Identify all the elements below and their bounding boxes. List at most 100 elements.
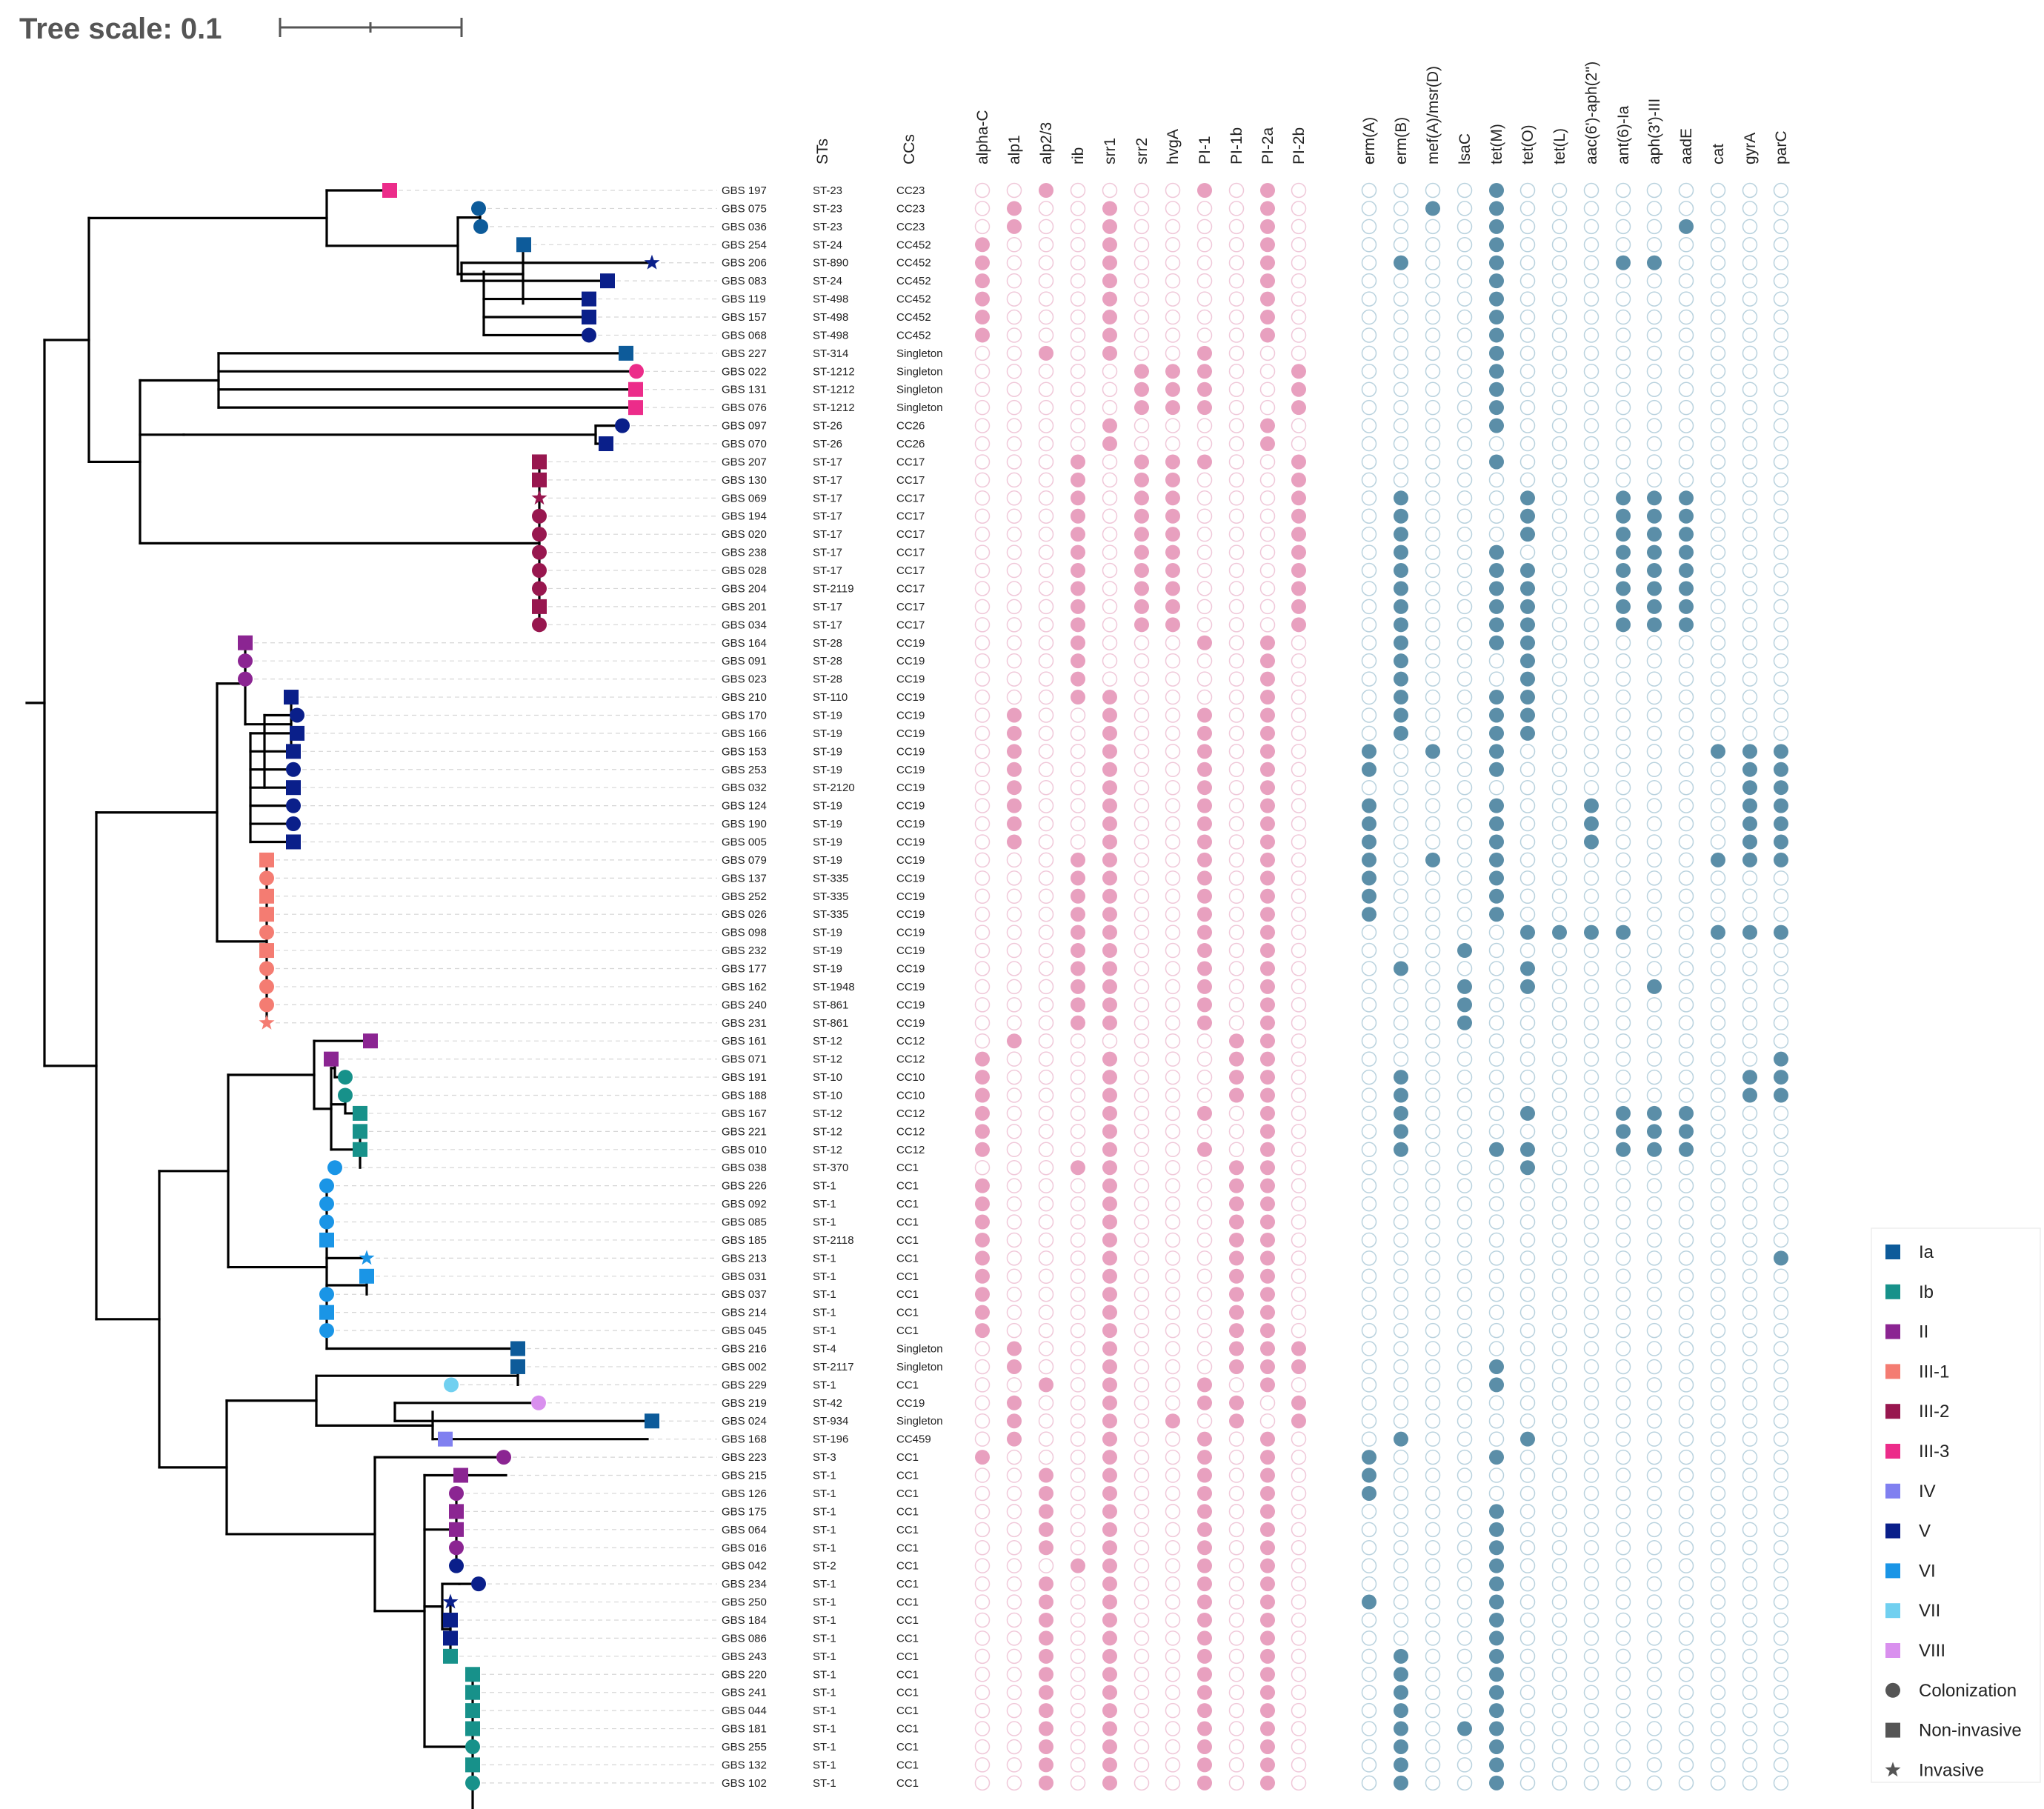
resistance-absent-cell xyxy=(1742,725,1758,742)
gene-absent-cell xyxy=(1291,689,1307,705)
gene-absent-cell xyxy=(1133,1431,1150,1447)
gene-absent-cell xyxy=(1006,1504,1022,1519)
resistance-absent-cell xyxy=(1678,1015,1694,1031)
gene-absent-cell xyxy=(1006,689,1022,705)
st-value: ST-890 xyxy=(813,257,848,270)
gene-absent-cell xyxy=(974,1739,991,1755)
resistance-present-cell xyxy=(1520,599,1535,614)
resistance-present-cell xyxy=(1394,617,1408,633)
resistance-absent-cell xyxy=(1488,1196,1505,1212)
gene-absent-cell xyxy=(1165,1051,1181,1067)
resistance-absent-cell xyxy=(1646,1522,1662,1538)
resistance-absent-cell xyxy=(1519,1775,1536,1791)
resistance-present-cell xyxy=(1552,925,1567,940)
resistance-absent-cell xyxy=(1425,1305,1441,1320)
gene-present-cell xyxy=(1260,1287,1275,1302)
resistance-absent-cell xyxy=(1678,1757,1694,1773)
gene-present-cell xyxy=(1071,563,1085,579)
gene-absent-cell xyxy=(1038,201,1054,216)
resistance-present-cell xyxy=(1616,527,1631,542)
non-invasive-marker xyxy=(453,1467,468,1483)
non-invasive-marker xyxy=(286,780,301,796)
gene-absent-cell xyxy=(1165,961,1181,976)
gene-present-cell xyxy=(1197,382,1212,397)
isolate-name: GBS 219 xyxy=(722,1397,767,1410)
gene-absent-cell xyxy=(1133,182,1150,199)
gene-absent-cell xyxy=(1102,581,1118,596)
resistance-absent-cell xyxy=(1457,1322,1473,1339)
st-value: ST-110 xyxy=(813,691,848,704)
gene-absent-cell xyxy=(1165,1359,1181,1375)
resistance-absent-cell xyxy=(1583,472,1599,488)
resistance-absent-cell xyxy=(1678,1359,1694,1375)
resistance-absent-cell xyxy=(1615,1087,1631,1103)
resistance-present-cell xyxy=(1394,508,1408,524)
resistance-absent-cell xyxy=(1551,852,1568,868)
cc-value: CC19 xyxy=(896,782,925,794)
isolate-name: GBS 083 xyxy=(722,275,767,287)
resistance-absent-cell xyxy=(1488,1250,1505,1266)
gene-present-cell xyxy=(1197,1721,1212,1736)
resistance-present-cell xyxy=(1489,1142,1504,1157)
gene-absent-cell xyxy=(1228,508,1245,524)
gene-absent-cell xyxy=(1133,345,1150,362)
resistance-absent-cell xyxy=(1551,1630,1568,1646)
gene-absent-cell xyxy=(1291,942,1307,959)
resistance-absent-cell xyxy=(1646,1087,1662,1103)
resistance-absent-cell xyxy=(1773,201,1789,216)
resistance-present-cell xyxy=(1520,671,1535,687)
resistance-absent-cell xyxy=(1425,1359,1441,1375)
resistance-absent-cell xyxy=(1710,779,1726,796)
gene-absent-cell xyxy=(1070,1685,1086,1700)
resistance-absent-cell xyxy=(1742,1757,1758,1773)
resistance-absent-cell xyxy=(1551,870,1568,886)
non-invasive-marker xyxy=(319,1232,334,1247)
resistance-absent-cell xyxy=(1615,291,1631,307)
resistance-absent-cell xyxy=(1361,1648,1377,1665)
resistance-absent-cell xyxy=(1425,961,1441,976)
column-header-virulence: srr1 xyxy=(1102,138,1119,164)
gene-present-cell xyxy=(1102,1341,1117,1356)
resistance-absent-cell xyxy=(1361,979,1377,995)
resistance-absent-cell xyxy=(1615,671,1631,687)
gene-absent-cell xyxy=(1038,1286,1054,1302)
gene-absent-cell xyxy=(1133,744,1150,759)
resistance-present-cell xyxy=(1489,255,1504,270)
gene-absent-cell xyxy=(1196,219,1213,235)
resistance-absent-cell xyxy=(1615,1377,1631,1393)
resistance-absent-cell xyxy=(1551,997,1568,1013)
resistance-absent-cell xyxy=(1425,490,1441,506)
gene-absent-cell xyxy=(1291,635,1307,650)
resistance-absent-cell xyxy=(1773,1576,1789,1592)
gene-absent-cell xyxy=(1133,1612,1150,1628)
resistance-absent-cell xyxy=(1393,327,1409,343)
resistance-present-cell xyxy=(1489,327,1504,343)
resistance-absent-cell xyxy=(1646,635,1662,650)
resistance-absent-cell xyxy=(1710,1775,1726,1791)
resistance-absent-cell xyxy=(1457,1178,1473,1193)
gene-absent-cell xyxy=(1038,1449,1054,1465)
resistance-absent-cell xyxy=(1710,1395,1726,1411)
resistance-absent-cell xyxy=(1393,834,1409,850)
resistance-absent-cell xyxy=(1773,418,1789,433)
resistance-absent-cell xyxy=(1551,1142,1568,1158)
isolate-name: GBS 037 xyxy=(722,1288,767,1301)
resistance-absent-cell xyxy=(1742,1667,1758,1682)
resistance-absent-cell xyxy=(1551,1214,1568,1230)
gene-absent-cell xyxy=(1102,454,1118,470)
resistance-absent-cell xyxy=(1583,1558,1599,1573)
gene-absent-cell xyxy=(1006,1739,1022,1755)
gene-present-cell xyxy=(1197,1775,1212,1790)
resistance-absent-cell xyxy=(1710,635,1726,650)
gene-present-cell xyxy=(1102,1214,1117,1230)
cc-value: CC1 xyxy=(896,1505,919,1518)
gene-present-cell xyxy=(1260,997,1275,1013)
gene-absent-cell xyxy=(1070,1377,1086,1393)
resistance-absent-cell xyxy=(1361,1196,1377,1212)
resistance-absent-cell xyxy=(1678,671,1694,687)
cc-value: CC19 xyxy=(896,836,925,848)
colonization-marker xyxy=(449,1540,464,1556)
resistance-absent-cell xyxy=(1519,382,1536,397)
resistance-absent-cell xyxy=(1615,1540,1631,1556)
resistance-absent-cell xyxy=(1615,762,1631,778)
